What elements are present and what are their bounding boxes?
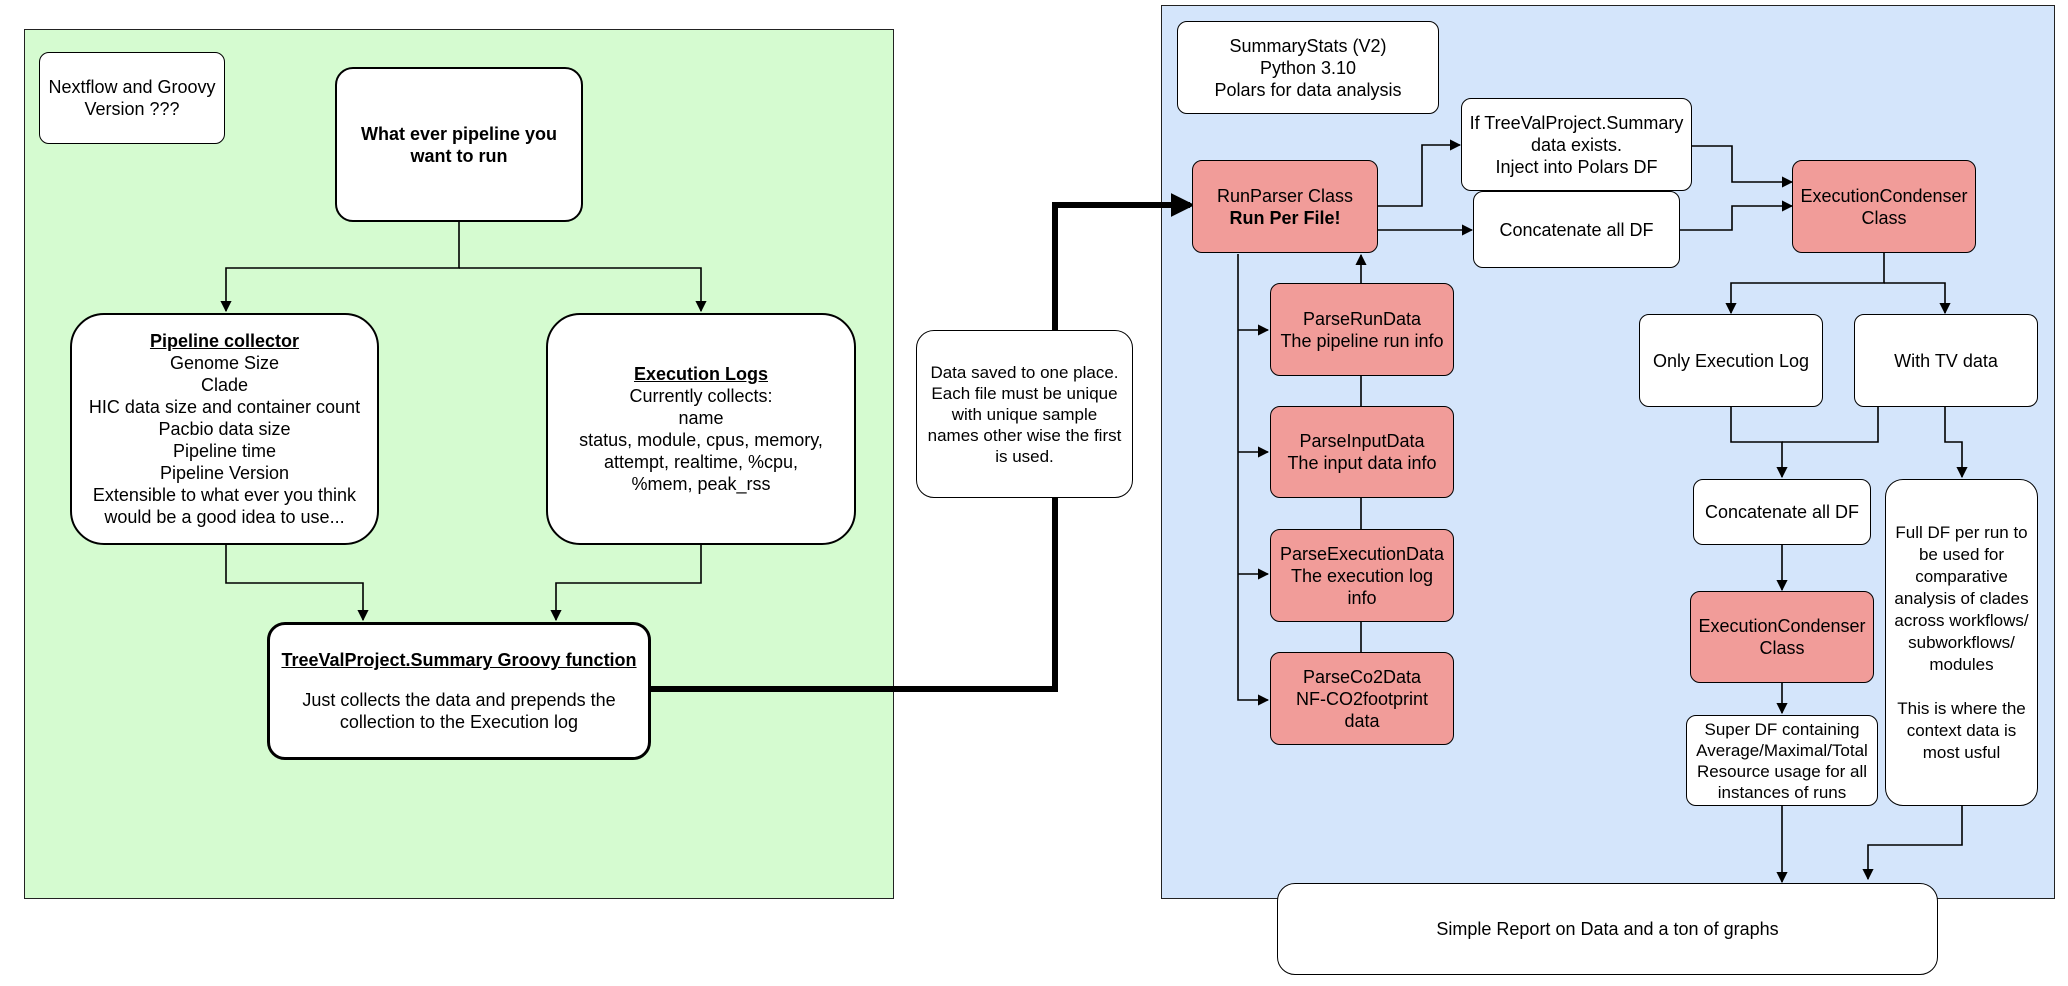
execution-logs-body: Currently collects: name status, module,… [579,386,823,494]
summary-function-box: TreeValProject.Summary Groovy function J… [267,622,651,760]
parse-execution-data: ParseExecutionData The execution log inf… [1270,529,1454,622]
condenser-top-class: ExecutionCondenser Class [1792,160,1976,253]
concat-top-text: Concatenate all DF [1499,219,1654,240]
pipeline-collector-box: Pipeline collector Genome Size Clade HIC… [70,313,379,545]
summary-function-body: Just collects the data and prepends the … [302,690,616,732]
super-df-box: Super DF containing Average/Maximal/Tota… [1686,715,1878,806]
condenser-mid-class: ExecutionCondenser Class [1690,591,1874,683]
parse-co2-data: ParseCo2Data NF-CO2footprint data [1270,652,1454,745]
with-tv-data-box: With TV data [1854,314,2038,407]
parse-co2-data-text: ParseCo2Data NF-CO2footprint data [1295,666,1429,731]
runparser-line2: Run Per File! [1229,207,1341,228]
version-note: Nextflow and Groovy Version ??? [39,52,225,144]
parse-input-data: ParseInputData The input data info [1270,406,1454,498]
version-note-text: Nextflow and Groovy Version ??? [48,77,216,119]
full-df-text: Full DF per run to be used for comparati… [1894,522,2029,762]
concat-top-box: Concatenate all DF [1473,191,1680,268]
execution-logs-title: Execution Logs [633,364,768,384]
with-tv-data-text: With TV data [1894,350,1998,371]
data-saved-note: Data saved to one place. Each file must … [916,330,1133,498]
only-execution-log-text: Only Execution Log [1652,350,1810,371]
pipeline-collector-body: Genome Size Clade HIC data size and cont… [88,353,361,527]
if-summary-box: If TreeValProject.Summary data exists. I… [1461,98,1692,191]
pipeline-box-text: What ever pipeline you want to run [360,123,558,166]
pipeline-box: What ever pipeline you want to run [335,67,583,222]
parse-input-data-text: ParseInputData The input data info [1287,431,1437,473]
parse-run-data: ParseRunData The pipeline run info [1270,283,1454,376]
concat-mid-box: Concatenate all DF [1693,479,1871,545]
condenser-mid-text: ExecutionCondenser Class [1698,616,1866,658]
runparser-line1: RunParser Class [1216,185,1354,206]
execution-logs-box: Execution Logs Currently collects: name … [546,313,856,545]
runparser-class: RunParser Class Run Per File! [1192,160,1378,253]
data-saved-note-text: Data saved to one place. Each file must … [927,362,1122,466]
report-text: Simple Report on Data and a ton of graph… [1436,919,1779,939]
parse-run-data-text: ParseRunData The pipeline run info [1280,308,1444,351]
report-box: Simple Report on Data and a ton of graph… [1277,883,1938,975]
super-df-text: Super DF containing Average/Maximal/Tota… [1696,719,1868,802]
parse-execution-data-text: ParseExecutionData The execution log inf… [1279,543,1445,608]
full-df-box: Full DF per run to be used for comparati… [1885,479,2038,806]
concat-mid-text: Concatenate all DF [1704,502,1860,522]
only-execution-log-box: Only Execution Log [1639,314,1823,407]
summarystats-header-text: SummaryStats (V2) Python 3.10 Polars for… [1214,35,1402,100]
if-summary-text: If TreeValProject.Summary data exists. I… [1469,112,1684,177]
summarystats-header: SummaryStats (V2) Python 3.10 Polars for… [1177,21,1439,114]
condenser-top-text: ExecutionCondenser Class [1800,185,1968,228]
pipeline-collector-title: Pipeline collector [149,331,300,351]
summary-function-title: TreeValProject.Summary Groovy function [281,650,637,670]
